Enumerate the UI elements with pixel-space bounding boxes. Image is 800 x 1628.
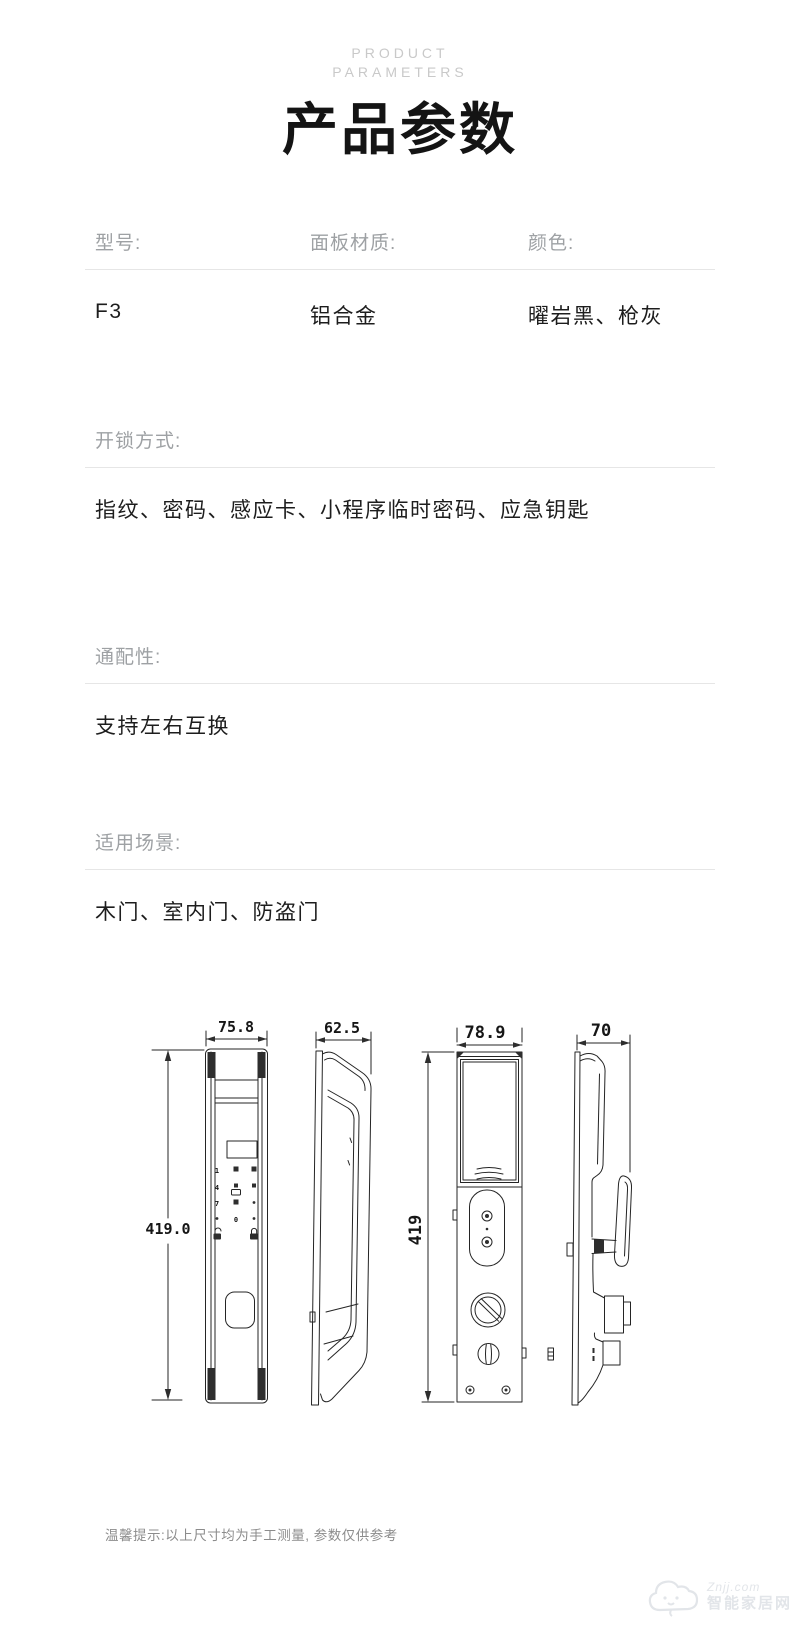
- drawing-side-left-view: 62.5: [309, 1019, 372, 1406]
- svg-text:0: 0: [234, 1216, 238, 1224]
- compatibility-label: 通配性:: [95, 647, 162, 669]
- screw: [501, 1385, 511, 1395]
- page-title: 产品参数: [282, 98, 518, 161]
- eyebrow-line2: PARAMETERS: [332, 64, 468, 80]
- strike-plate-piece: [547, 1347, 554, 1361]
- screw: [465, 1385, 475, 1395]
- spec-table-labels: 型号: 面板材质: 颜色:: [85, 228, 715, 269]
- watermark-name: 智能家居网: [706, 1595, 792, 1613]
- side-right-depth-dim: 70: [591, 1021, 611, 1041]
- spec-table-values: F3 铝合金 曜岩黑、枪灰: [85, 270, 715, 330]
- unlock-methods-label: 开锁方式:: [95, 431, 182, 453]
- rear-height-dim: 419: [406, 1215, 426, 1246]
- svg-text:7: 7: [215, 1200, 219, 1208]
- drawing-rear-view: 419 78.9: [406, 1023, 527, 1403]
- screw: [481, 1236, 493, 1248]
- scenarios-label: 适用场景:: [95, 833, 182, 855]
- model-value: F3: [95, 300, 123, 324]
- unlock-methods-value: 指纹、密码、感应卡、小程序临时密码、应急钥匙: [95, 499, 590, 523]
- svg-text:4: 4: [215, 1184, 219, 1192]
- technical-drawings: 419.0 75.8 1 4 7: [145, 1018, 633, 1406]
- divider: [85, 269, 715, 271]
- color-value: 曜岩黑、枪灰: [528, 305, 663, 329]
- cloud-logo-icon: [648, 1580, 699, 1617]
- display-window: [226, 1140, 258, 1159]
- handle-base: [469, 1189, 505, 1267]
- panel-material-value: 铝合金: [310, 305, 378, 329]
- side-left-depth-dim: 62.5: [324, 1019, 360, 1037]
- battery-compartment: [460, 1059, 519, 1184]
- keypad: 1 4 7 0: [215, 1166, 257, 1224]
- key-cover-window: [225, 1291, 255, 1329]
- site-watermark: Znjj.com 智能家居网: [647, 1576, 792, 1618]
- model-label: 型号:: [95, 233, 142, 255]
- divider: [85, 467, 715, 469]
- section-compatibility: 通配性: 支持左右互换: [85, 642, 715, 740]
- front-width-dim: 75.8: [218, 1018, 254, 1036]
- color-label: 颜色:: [528, 233, 575, 255]
- scenarios-value: 木门、室内门、防盗门: [95, 901, 320, 925]
- cylinder-knob: [477, 1343, 500, 1366]
- rear-width-dim: 78.9: [465, 1023, 506, 1043]
- section-unlock-methods: 开锁方式: 指纹、密码、感应卡、小程序临时密码、应急钥匙: [85, 426, 715, 524]
- measurement-disclaimer: 温馨提示:以上尺寸均为手工测量, 参数仅供参考: [105, 1528, 398, 1544]
- eyebrow-text: PRODUCT PARAMETERS: [0, 0, 800, 82]
- drawing-front-view: 419.0 75.8 1 4 7: [145, 1018, 268, 1404]
- spec-table: 型号: 面板材质: 颜色: F3 铝合金 曜岩黑、枪灰: [85, 228, 715, 330]
- knob-block: [604, 1295, 624, 1334]
- watermark-text: Znjj.com 智能家居网: [707, 1580, 792, 1614]
- speaker-lines: [474, 1167, 504, 1180]
- watermark-site: Znjj.com: [706, 1580, 761, 1595]
- panel-material-label: 面板材质:: [310, 233, 397, 255]
- drawing-side-right-view: 70: [547, 1021, 633, 1406]
- screw: [481, 1210, 493, 1222]
- svg-text:1: 1: [215, 1167, 219, 1175]
- front-height-dim: 419.0: [145, 1220, 190, 1238]
- lock-icon: [250, 1228, 258, 1240]
- door-handle: [613, 1175, 633, 1268]
- compatibility-value: 支持左右互换: [95, 715, 230, 739]
- eyebrow-line1: PRODUCT: [351, 45, 449, 61]
- thumbturn-knob: [470, 1292, 506, 1328]
- divider: [85, 683, 715, 685]
- section-scenarios: 适用场景: 木门、室内门、防盗门: [85, 828, 715, 926]
- unlock-icon: [213, 1227, 222, 1240]
- divider: [85, 869, 715, 871]
